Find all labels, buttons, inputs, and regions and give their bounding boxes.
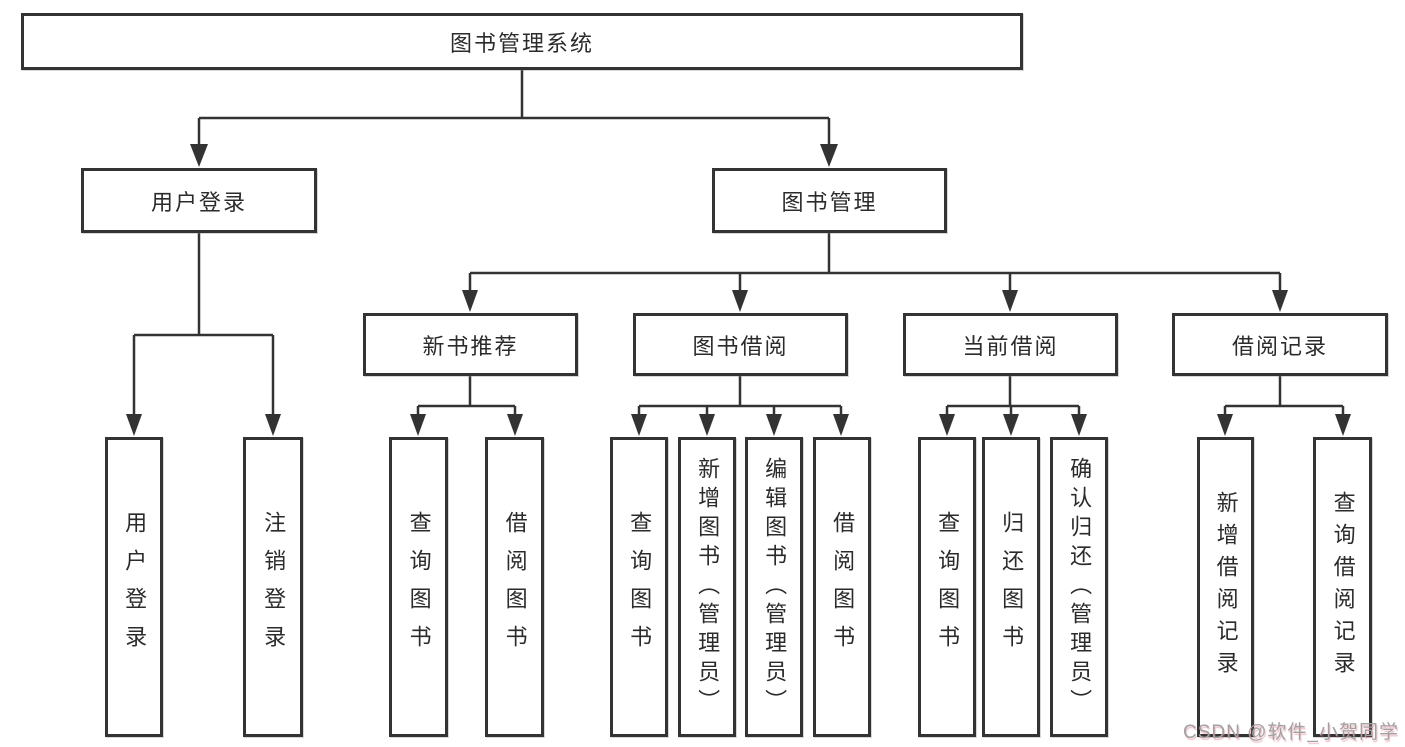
- leaf-confirm-return-admin: 确认归还（管理员）: [1050, 437, 1108, 737]
- leaf-borrow-books-2: 借阅图书: [813, 437, 871, 737]
- leaf-user-login: 用户登录: [105, 437, 163, 737]
- leaf-user-login-label: 用户登录: [122, 511, 148, 663]
- node-book-management: 图书管理: [712, 168, 947, 233]
- leaf-logout-label: 注销登录: [261, 511, 287, 663]
- leaf-edit-books-admin: 编辑图书（管理员）: [745, 437, 803, 737]
- connector-lines: [132, 69, 1345, 417]
- node-current-borrow-label: 当前借阅: [962, 333, 1059, 359]
- leaf-query-books-1-label: 查询图书: [406, 511, 432, 663]
- leaf-add-books-admin: 新增图书（管理员）: [678, 437, 736, 737]
- leaf-query-books-3-label: 查询图书: [935, 511, 961, 663]
- leaf-confirm-return-admin-label: 确认归还（管理员）: [1067, 456, 1093, 718]
- node-new-book-recommend: 新书推荐: [363, 313, 578, 376]
- leaf-query-books-2-label: 查询图书: [627, 511, 653, 663]
- leaf-borrow-books-2-label: 借阅图书: [830, 511, 856, 663]
- leaf-query-books-2: 查询图书: [610, 437, 668, 737]
- node-user-login: 用户登录: [81, 168, 317, 233]
- node-new-book-recommend-label: 新书推荐: [422, 333, 519, 359]
- node-book-management-label: 图书管理: [781, 189, 878, 215]
- leaf-return-books: 归还图书: [982, 437, 1040, 737]
- node-book-borrow: 图书借阅: [633, 313, 848, 376]
- csdn-watermark: CSDN @软件_小贺同学: [1183, 722, 1399, 743]
- node-root: 图书管理系统: [21, 13, 1023, 70]
- leaf-add-borrow-record-label: 新增借阅记录: [1213, 491, 1239, 683]
- leaf-logout: 注销登录: [243, 437, 303, 737]
- node-borrow-records: 借阅记录: [1172, 313, 1388, 376]
- leaf-borrow-books-1: 借阅图书: [485, 437, 544, 737]
- leaf-edit-books-admin-label: 编辑图书（管理员）: [762, 456, 788, 718]
- node-root-label: 图书管理系统: [449, 30, 594, 56]
- leaf-query-books-3: 查询图书: [918, 437, 976, 737]
- leaf-query-borrow-record: 查询借阅记录: [1313, 437, 1372, 737]
- leaf-add-borrow-record: 新增借阅记录: [1197, 437, 1254, 737]
- leaf-return-books-label: 归还图书: [999, 511, 1025, 663]
- leaf-borrow-books-1-label: 借阅图书: [502, 511, 528, 663]
- leaf-query-borrow-record-label: 查询借阅记录: [1330, 491, 1356, 683]
- node-book-borrow-label: 图书借阅: [692, 333, 789, 359]
- arrowheads: [126, 144, 1351, 436]
- node-current-borrow: 当前借阅: [903, 313, 1118, 376]
- node-borrow-records-label: 借阅记录: [1231, 333, 1328, 359]
- node-user-login-label: 用户登录: [150, 189, 247, 215]
- leaf-add-books-admin-label: 新增图书（管理员）: [695, 456, 721, 718]
- leaf-query-books-1: 查询图书: [389, 437, 448, 737]
